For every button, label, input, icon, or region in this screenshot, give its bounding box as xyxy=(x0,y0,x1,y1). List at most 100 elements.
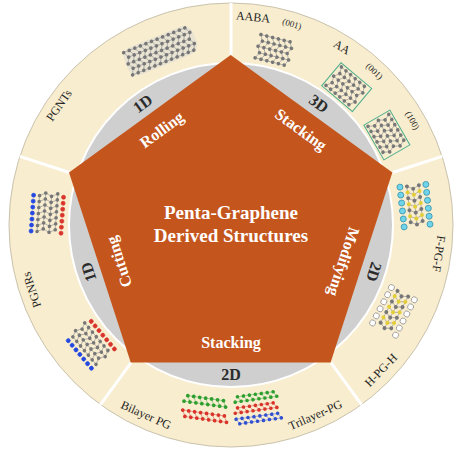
atom-dot xyxy=(265,391,269,395)
atom-dot xyxy=(415,222,419,226)
atom-dot xyxy=(186,394,190,398)
atom-dot xyxy=(43,197,47,201)
atom-dot xyxy=(392,133,397,138)
atom-dot xyxy=(241,405,245,409)
atom-dot xyxy=(235,395,239,399)
atom-dot xyxy=(131,59,136,64)
atom-dot xyxy=(268,47,272,51)
atom-dot xyxy=(48,224,52,228)
atom-dot xyxy=(396,299,401,304)
atom-dot xyxy=(38,194,42,198)
edge-atom xyxy=(59,231,63,235)
atom-dot xyxy=(44,191,48,195)
atom-dot xyxy=(88,346,93,351)
atom-dot xyxy=(281,56,285,60)
atom-dot xyxy=(223,405,227,409)
edge-atom xyxy=(104,337,110,343)
atom-dot xyxy=(257,51,261,55)
atom-dot xyxy=(86,353,91,358)
atom-dot xyxy=(141,68,146,73)
atom-dot xyxy=(41,227,45,231)
atom-dot xyxy=(78,343,83,348)
structure-picture xyxy=(364,110,410,160)
atom-dot xyxy=(342,75,347,80)
atom-dot xyxy=(270,60,274,64)
atom-dot xyxy=(262,46,266,50)
atom-dot xyxy=(388,139,393,144)
atom-dot xyxy=(275,405,279,409)
atom-dot xyxy=(356,86,361,91)
atom-dot xyxy=(159,55,164,60)
atom-dot xyxy=(149,46,154,51)
atom-dot xyxy=(375,139,380,144)
atom-dot xyxy=(170,43,175,48)
edge-atom xyxy=(73,347,79,353)
atom-dot xyxy=(350,89,355,94)
atom-dot xyxy=(93,362,98,367)
separator-line xyxy=(101,363,132,405)
atom-dot xyxy=(215,398,219,402)
atom-dot xyxy=(391,320,396,325)
atom-dot xyxy=(181,39,186,44)
atom-dot xyxy=(195,416,199,420)
edge-atom xyxy=(369,319,377,327)
edge-atom xyxy=(426,213,433,220)
atom-dot xyxy=(386,123,391,128)
atom-dot xyxy=(169,57,174,62)
atom-dot xyxy=(144,41,149,46)
atom-dot xyxy=(154,44,159,49)
atom-dot xyxy=(245,410,249,414)
atom-dot xyxy=(392,293,397,298)
atom-dot xyxy=(381,315,386,320)
atom-dot xyxy=(400,304,405,309)
atom-dot xyxy=(224,420,228,424)
atom-dot xyxy=(103,354,108,359)
atom-dot xyxy=(259,32,263,36)
edge-atom xyxy=(60,219,64,223)
atom-dot xyxy=(171,30,176,35)
atom-dot xyxy=(43,203,47,207)
edge-atom xyxy=(391,331,399,339)
atom-dot xyxy=(55,210,59,214)
atom-dot xyxy=(357,80,362,85)
atom-dot xyxy=(181,46,186,51)
atom-dot xyxy=(222,414,226,418)
atom-dot xyxy=(271,390,275,394)
atom-dot xyxy=(276,411,280,415)
atom-dot xyxy=(279,416,283,420)
atom-dot xyxy=(269,54,273,58)
atom-dot xyxy=(346,102,351,107)
structure-picture xyxy=(29,190,66,235)
atom-dot xyxy=(282,38,286,42)
atom-dot xyxy=(339,64,344,69)
atom-dot xyxy=(98,339,103,344)
atom-dot xyxy=(149,39,154,44)
atom-dot xyxy=(348,72,353,77)
atom-dot xyxy=(385,133,390,138)
atom-dot xyxy=(259,402,263,406)
atom-dot xyxy=(336,78,341,83)
cell-frame xyxy=(364,110,410,160)
atom-dot xyxy=(166,32,171,37)
edge-atom xyxy=(29,223,33,227)
atom-dot xyxy=(270,35,274,39)
atom-dot xyxy=(233,400,237,404)
atom-dot xyxy=(90,330,95,335)
edge-atom xyxy=(376,305,384,313)
separator-line xyxy=(20,156,69,172)
atom-dot xyxy=(265,34,269,38)
atom-dot xyxy=(414,216,418,220)
edge-atom xyxy=(425,205,432,212)
edge-atom xyxy=(65,338,71,344)
atom-dot xyxy=(276,37,280,41)
atom-dot xyxy=(259,57,263,61)
atom-dot xyxy=(269,406,273,410)
atom-dot xyxy=(188,400,192,404)
atom-dot xyxy=(397,310,402,315)
atom-dot xyxy=(375,129,380,134)
atom-dot xyxy=(77,333,82,338)
edge-atom xyxy=(96,328,102,334)
atom-dot xyxy=(275,55,279,59)
atom-dot xyxy=(403,299,408,304)
atom-dot xyxy=(74,339,79,344)
